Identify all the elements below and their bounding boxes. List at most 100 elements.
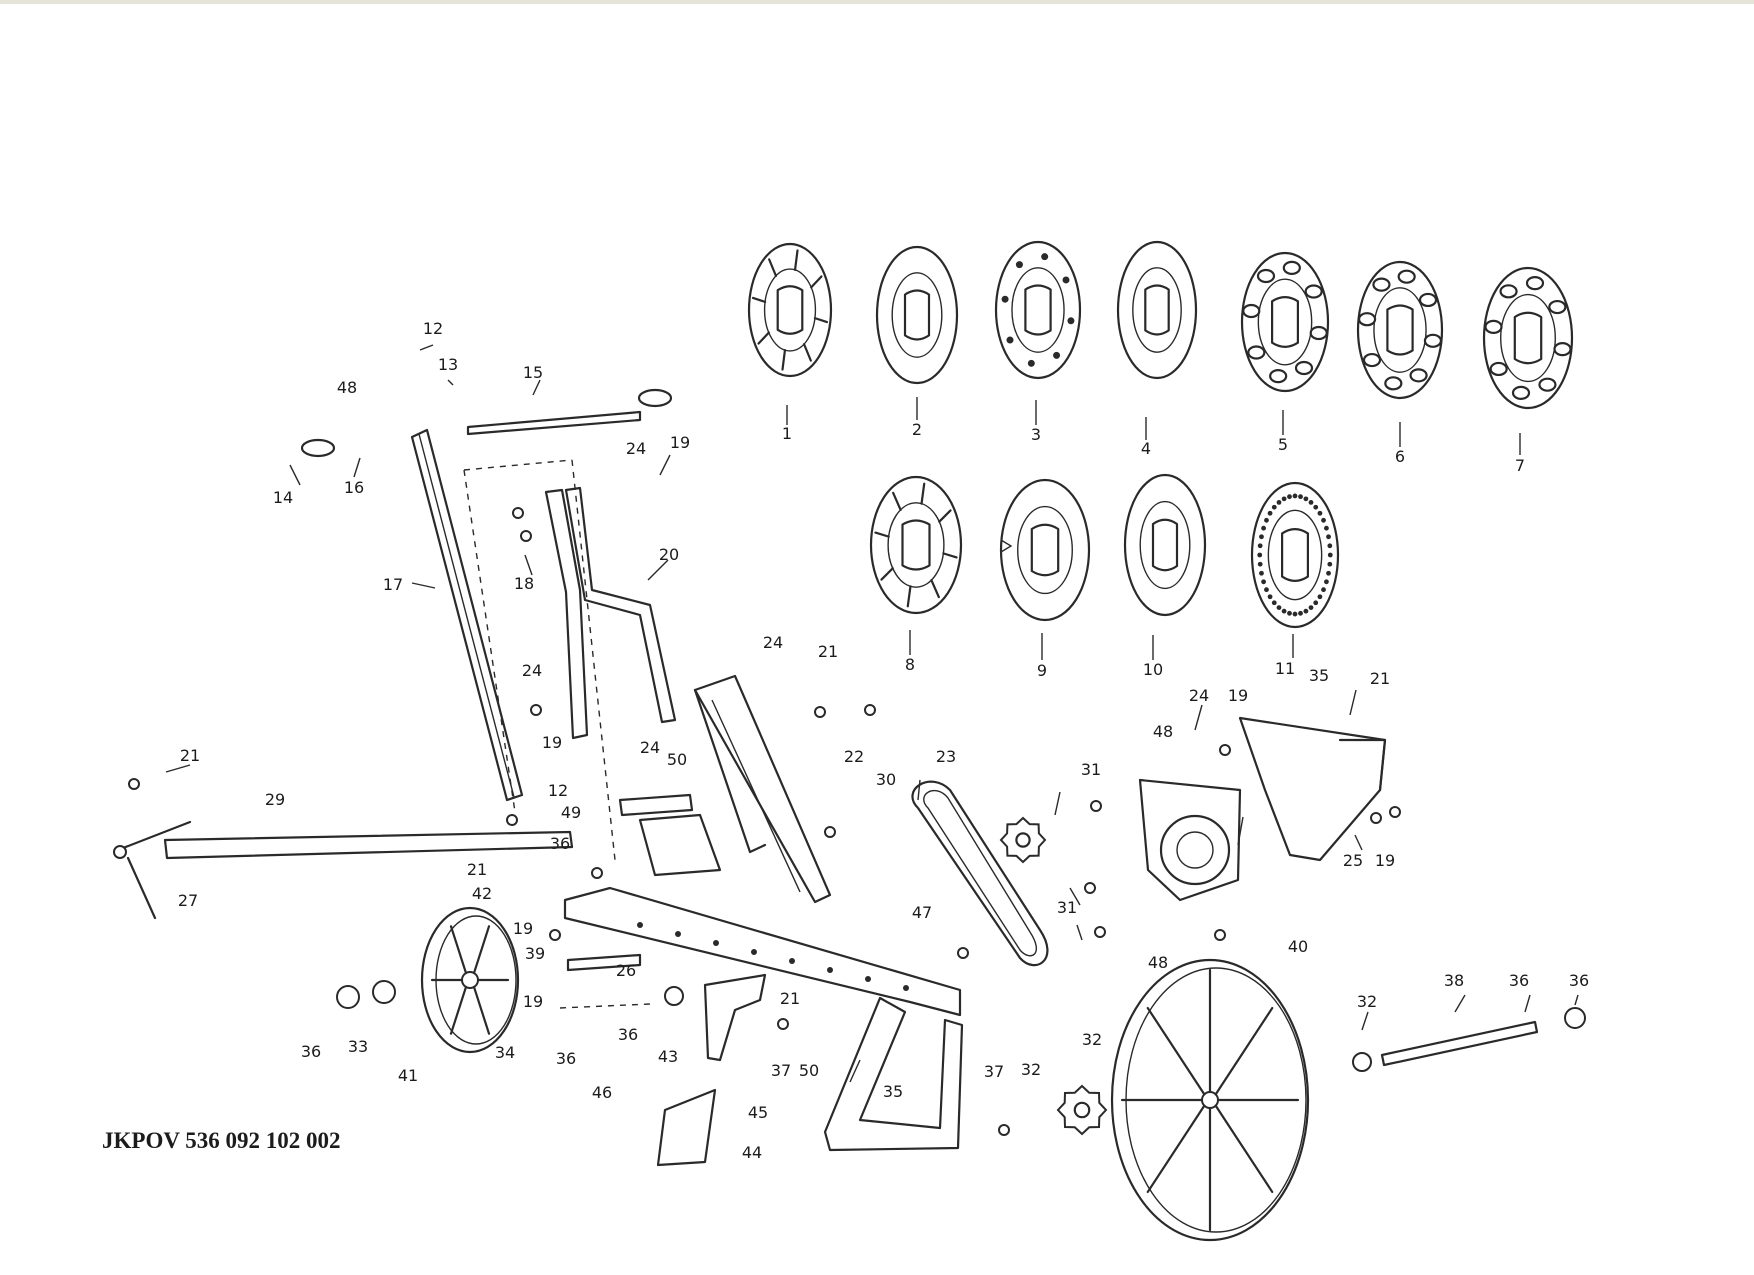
part-label-24: 24: [626, 439, 646, 458]
leader-line-32: [1361, 1011, 1369, 1031]
hardware-10: [814, 706, 826, 718]
seed-plate-5: [1240, 251, 1330, 393]
seed-plate-4: [1116, 240, 1198, 380]
part-label-20: 20: [659, 545, 679, 564]
leader-line-33: [1524, 994, 1531, 1013]
leader-line-25: [1054, 791, 1061, 816]
sprocket-upper: [999, 816, 1047, 864]
main-beam: [563, 886, 962, 1017]
part-label-24: 24: [640, 738, 660, 757]
part-label-22: 22: [844, 747, 864, 766]
hardware-19: [777, 1018, 789, 1030]
part-label-32: 32: [1082, 1030, 1102, 1049]
part-label-7: 7: [1515, 456, 1525, 475]
leader-line-12: [419, 344, 434, 351]
part-label-19: 19: [1228, 686, 1248, 705]
part-label-36: 36: [1569, 971, 1589, 990]
leader-line-26: [1069, 887, 1081, 906]
gearbox-bracket: [618, 793, 722, 877]
seed-plate-10: [1123, 473, 1207, 617]
seed-plate-7: [1482, 266, 1574, 410]
part-label-33: 33: [348, 1037, 368, 1056]
leader-line-14: [289, 464, 301, 486]
leader-line-19: [659, 454, 671, 476]
part-label-21: 21: [180, 746, 200, 765]
leader-line-13: [447, 379, 454, 386]
hardware-12: [591, 867, 603, 879]
part-label-30: 30: [876, 770, 896, 789]
part-label-35: 35: [1309, 666, 1329, 685]
part-label-36: 36: [1509, 971, 1529, 990]
hardware-11: [864, 704, 876, 716]
seed-plate-1: [747, 242, 833, 378]
part-label-17: 17: [383, 575, 403, 594]
sprocket-lower: [1056, 1084, 1108, 1136]
leader-line-18: [524, 554, 533, 576]
hardware-1: [512, 507, 524, 519]
hardware-2: [520, 530, 532, 542]
seeding-housing: [1138, 778, 1242, 902]
seed-plate-3: [994, 240, 1082, 380]
leader-line-23: [1237, 816, 1244, 846]
hardware-17: [1370, 812, 1382, 824]
part-label-48: 48: [1148, 953, 1168, 972]
leader-line-34: [849, 1059, 861, 1083]
part-label-24: 24: [1189, 686, 1209, 705]
hardware-16: [1219, 744, 1231, 756]
part-label-36: 36: [556, 1049, 576, 1068]
part-label-4: 4: [1141, 439, 1151, 458]
part-label-25: 25: [1343, 851, 1363, 870]
part-label-44: 44: [742, 1143, 762, 1162]
hardware-9: [824, 826, 836, 838]
part-label-2: 2: [912, 420, 922, 439]
left-axle: [336, 953, 684, 1009]
part-label-8: 8: [905, 655, 915, 674]
seed-plate-2: [875, 245, 959, 385]
leader-line-22: [1194, 704, 1203, 731]
upper-bracket: [463, 459, 677, 861]
part-label-50: 50: [667, 750, 687, 769]
part-label-6: 6: [1395, 447, 1405, 466]
part-label-31: 31: [1081, 760, 1101, 779]
leader-line-30: [1574, 994, 1579, 1006]
seed-hopper: [1238, 716, 1387, 862]
part-label-13: 13: [438, 355, 458, 374]
seed-plate-11: [1250, 481, 1340, 629]
hardware-4: [128, 778, 140, 790]
part-label-29: 29: [265, 790, 285, 809]
long-beam: [163, 830, 574, 860]
part-label-9: 9: [1037, 661, 1047, 680]
leader-line-21: [165, 764, 191, 773]
cross-bar: [466, 410, 642, 436]
part-label-40: 40: [1288, 937, 1308, 956]
scan-top-edge: [0, 0, 1754, 4]
hardware-6: [1090, 800, 1102, 812]
part-label-38: 38: [1444, 971, 1464, 990]
leader-line-28: [1349, 689, 1357, 716]
hardware-18: [1214, 929, 1226, 941]
part-label-45: 45: [748, 1103, 768, 1122]
small-wheel: [420, 906, 520, 1054]
part-label-37: 37: [771, 1061, 791, 1080]
part-label-21: 21: [780, 989, 800, 1008]
drive-belt: [911, 780, 1049, 967]
part-label-12: 12: [548, 781, 568, 800]
part-label-37: 37: [984, 1062, 1004, 1081]
guard-plate: [656, 1088, 717, 1167]
part-label-43: 43: [658, 1047, 678, 1066]
frame: [693, 674, 832, 904]
part-label-39: 39: [525, 944, 545, 963]
part-label-36: 36: [301, 1042, 321, 1061]
furrow-shoe: [703, 973, 767, 1062]
part-label-12: 12: [423, 319, 443, 338]
part-label-36: 36: [618, 1025, 638, 1044]
part-label-26: 26: [616, 961, 636, 980]
part-label-32: 32: [1357, 992, 1377, 1011]
leader-line-20: [647, 559, 669, 581]
part-label-19: 19: [542, 733, 562, 752]
part-label-48: 48: [1153, 722, 1173, 741]
part-label-19: 19: [1375, 851, 1395, 870]
part-label-21: 21: [818, 642, 838, 661]
hardware-5: [506, 814, 518, 826]
